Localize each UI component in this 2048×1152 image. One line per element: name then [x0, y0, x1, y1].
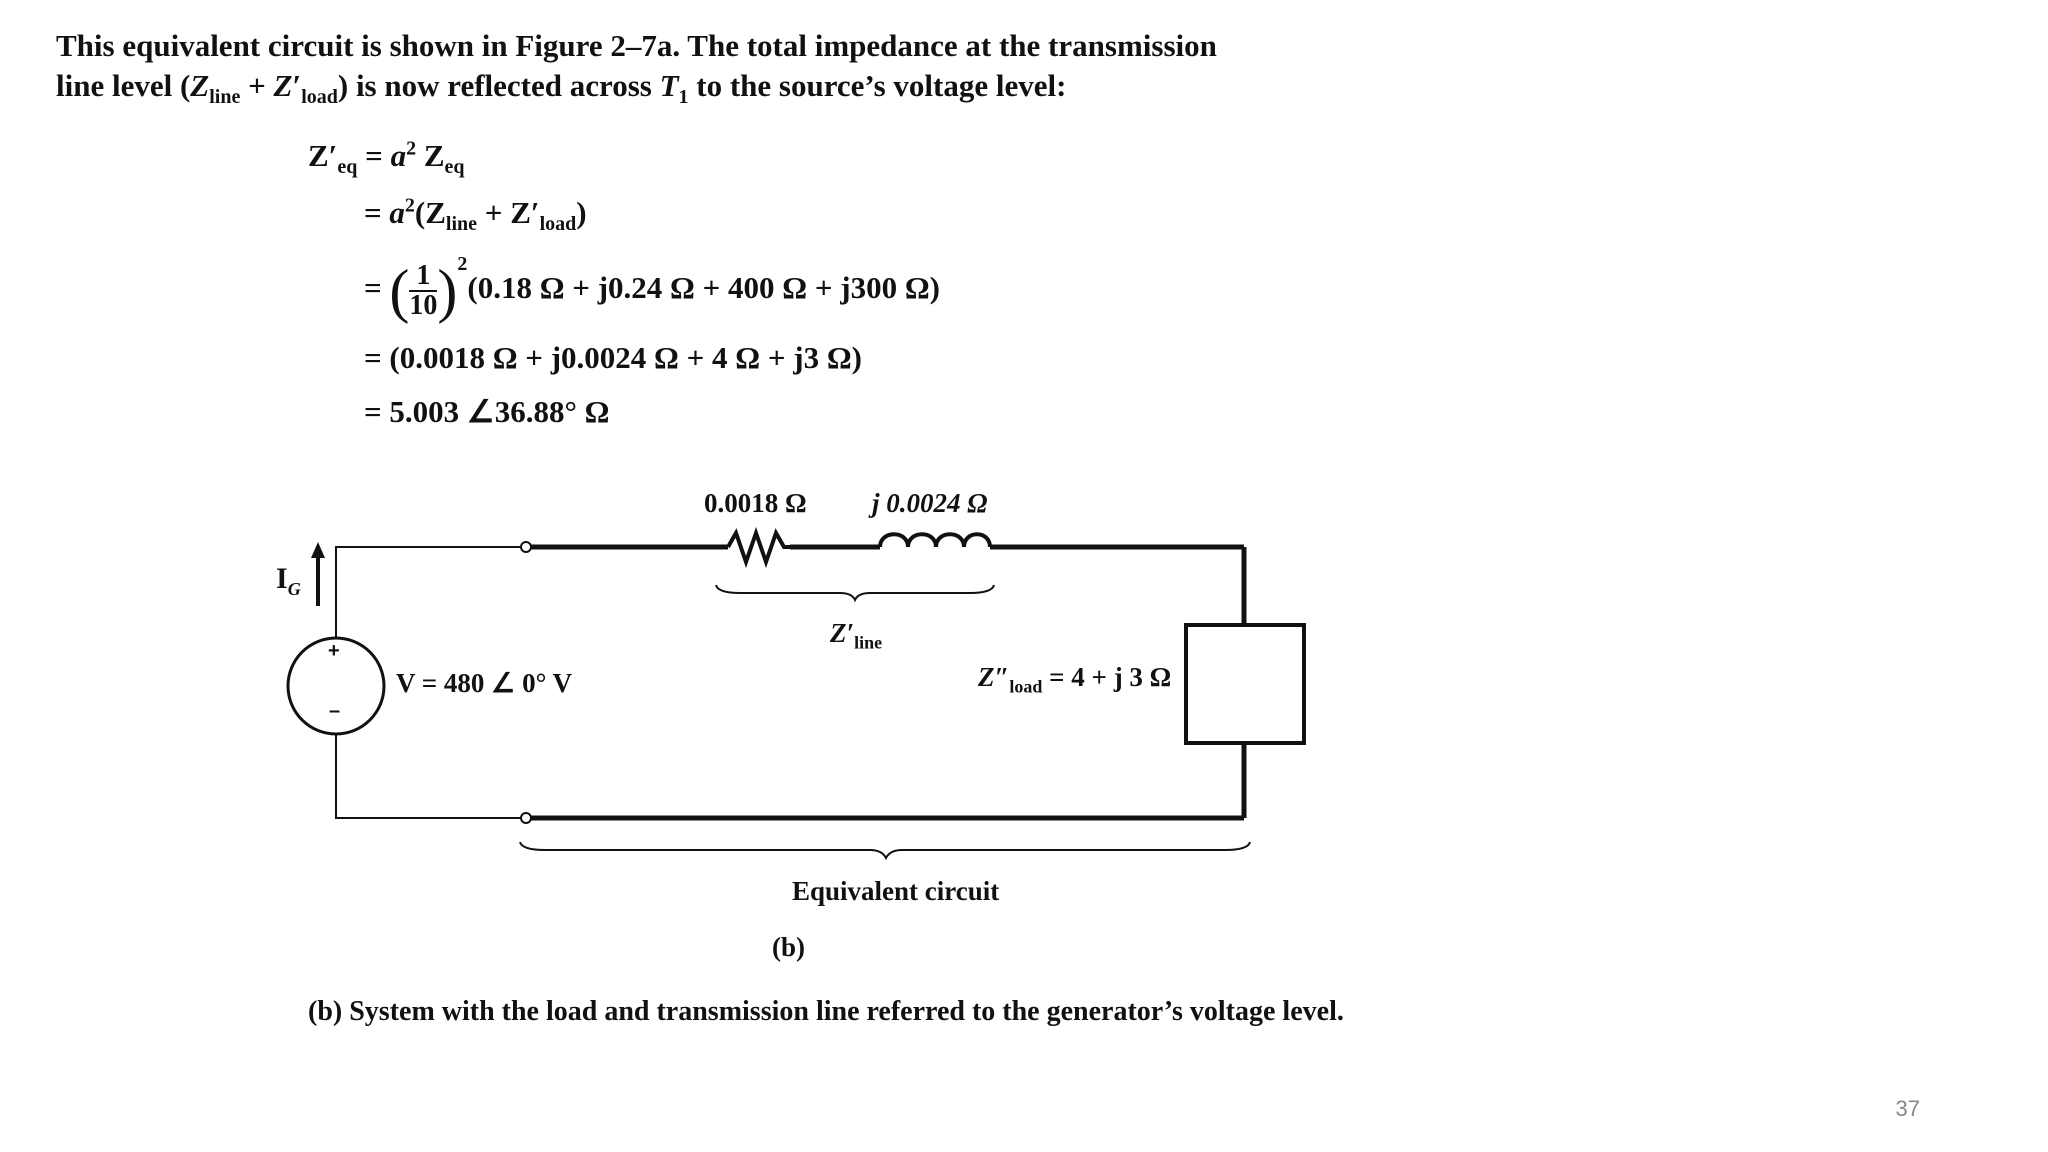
page-number: 37 [1895, 1096, 1920, 1121]
source-wires [335, 546, 526, 819]
top-terminal [520, 541, 532, 553]
inductor-symbol [878, 532, 992, 548]
equivalent-circuit-brace [519, 841, 1251, 861]
zline-label: Z′line [830, 618, 883, 653]
source-plus-sign: + [328, 640, 340, 662]
right-paren: ) [437, 258, 458, 324]
left-paren: ( [389, 258, 410, 324]
source-minus-sign: – [329, 700, 341, 722]
resistor-symbol [726, 526, 790, 569]
reactance-label: j 0.0024 Ω [872, 488, 988, 518]
bottom-terminal [520, 812, 532, 824]
intro-line-1: This equivalent circuit is shown in Figu… [56, 28, 1217, 63]
load-impedance-label: Z″load = 4 + j 3 Ω [978, 662, 1172, 697]
equation-2: = a2(Zline + Z′load) [364, 194, 587, 236]
line-impedance-brace [715, 584, 995, 603]
equivalent-circuit-label: Equivalent circuit [792, 876, 1000, 906]
current-label: IG [276, 562, 301, 599]
intro-line-2: line level (Zline + Z′load) is now refle… [56, 68, 1067, 109]
equation-5: = 5.003 ∠36.88° Ω [364, 394, 610, 429]
figure-tag: (b) [772, 932, 805, 962]
figure-caption: (b) System with the load and transmissio… [308, 996, 1344, 1027]
line-wires [531, 544, 1247, 821]
intro-paragraph: This equivalent circuit is shown in Figu… [56, 26, 1296, 109]
equation-4: = (0.0018 Ω + j0.0024 Ω + 4 Ω + j3 Ω) [364, 340, 862, 375]
source-voltage-label: V = 480 ∠ 0° V [396, 668, 573, 698]
resistor-label: 0.0018 Ω [704, 488, 807, 518]
load-impedance-box [1184, 623, 1306, 745]
voltage-source-symbol [286, 636, 386, 736]
equation-1: Z′eq = a2 Zeq [308, 137, 465, 179]
current-arrow-icon [311, 542, 325, 606]
